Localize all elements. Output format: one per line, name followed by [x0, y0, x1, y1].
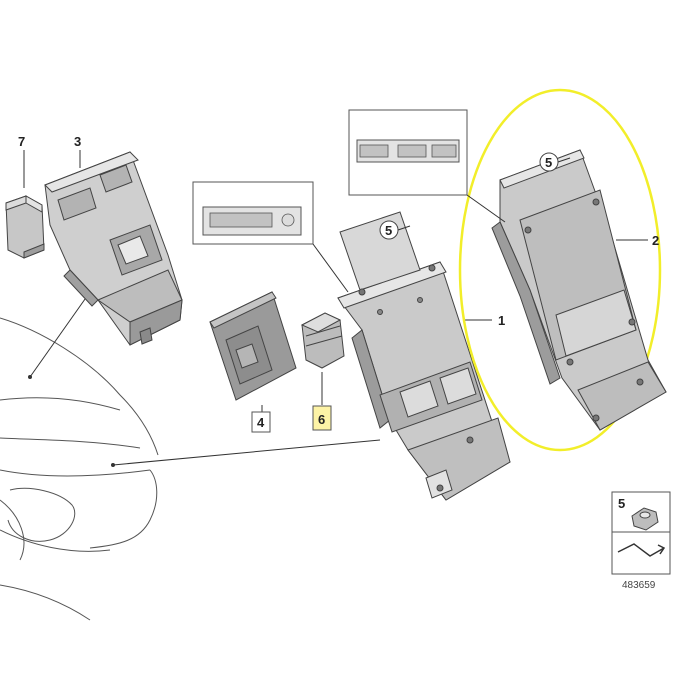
leader-line-3	[29, 291, 91, 378]
connector-detail-part-2	[348, 109, 506, 223]
leader-line-5a	[397, 225, 411, 231]
legend-part-number: 5	[618, 496, 625, 511]
callout-5a: 5	[385, 223, 392, 238]
callout-1: 1	[498, 313, 505, 328]
leader-line-1	[112, 439, 381, 466]
callout-4-box	[251, 411, 271, 433]
part-4-module	[209, 291, 297, 401]
part-7-sleeve	[5, 195, 45, 259]
callout-4: 4	[257, 415, 265, 430]
callout-6: 6	[318, 412, 325, 427]
car-outline	[0, 317, 159, 621]
part-2-unit	[491, 149, 667, 431]
part-1-main-unit	[337, 211, 511, 501]
nut-icon	[631, 507, 659, 531]
callout-5b: 5	[545, 155, 552, 170]
highlight-ring	[458, 88, 662, 452]
connector-detail-part-1	[192, 181, 349, 293]
callout-6-box	[312, 405, 332, 431]
callout-3: 3	[74, 134, 81, 149]
part-3-module-bracket	[44, 151, 183, 346]
leader-line-5b	[557, 157, 571, 163]
arrow-icon	[617, 543, 666, 557]
diagram-id: 483659	[622, 580, 656, 591]
callout-7: 7	[18, 134, 25, 149]
callout-2: 2	[652, 233, 659, 248]
legend-box: 5	[611, 491, 671, 575]
part-6-sleeve	[300, 312, 345, 369]
